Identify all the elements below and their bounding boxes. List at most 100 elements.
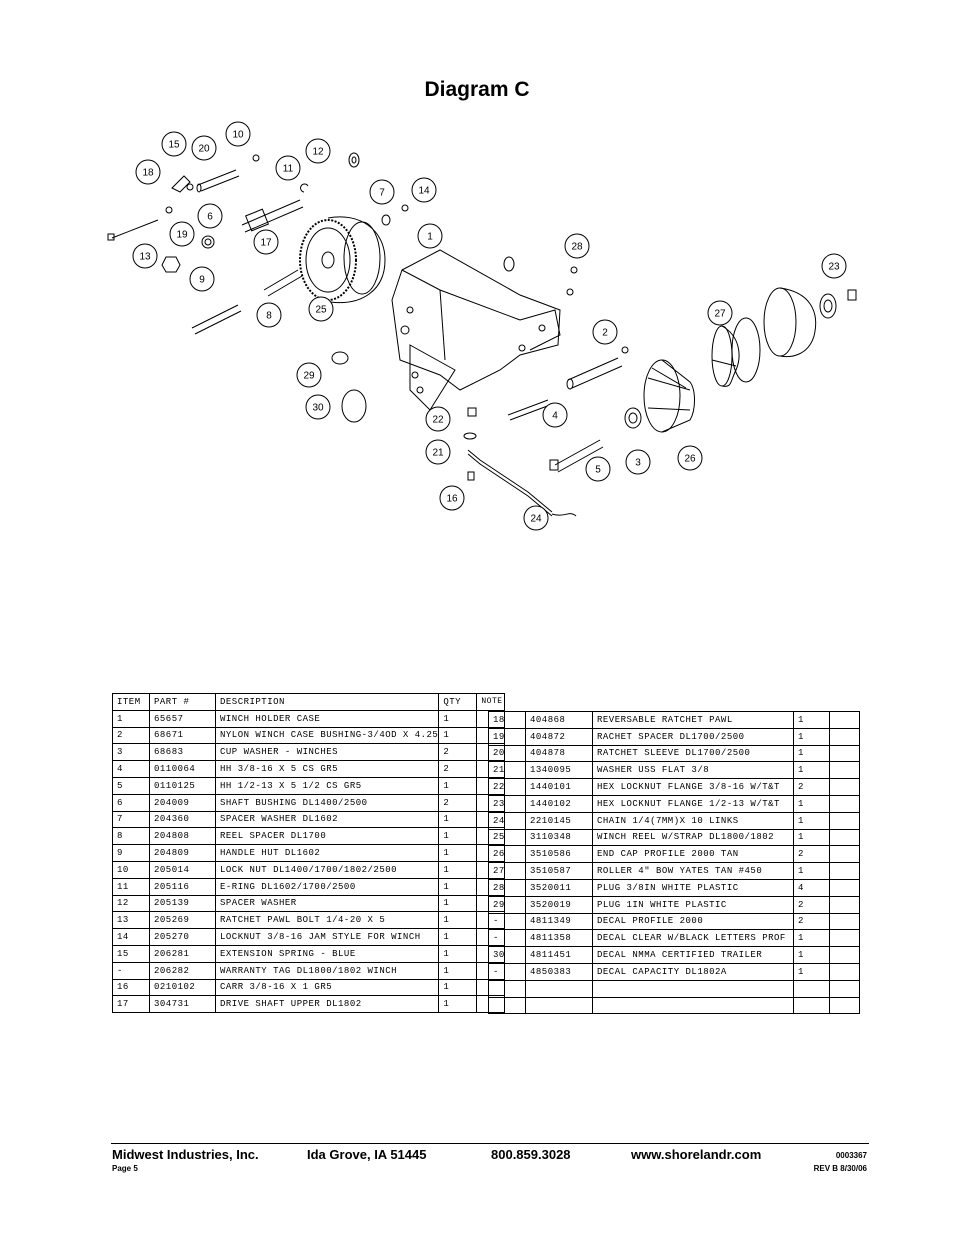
cell-item: 28 — [488, 878, 526, 897]
cell-part: 205270 — [149, 928, 216, 946]
winch-holder-case — [391, 249, 561, 411]
callout-5: 5 — [585, 456, 611, 482]
cell-part: 4811358 — [525, 929, 593, 948]
cell-part: 205139 — [149, 894, 216, 913]
cell-part: 2210145 — [525, 811, 593, 830]
cell-qty: 1 — [793, 794, 830, 813]
chain — [467, 449, 577, 517]
cell-note — [829, 895, 860, 914]
cell-qty: 2 — [793, 778, 830, 796]
callout-label: 8 — [266, 311, 272, 322]
cell-note — [829, 761, 860, 780]
cell-qty: 1 — [438, 995, 478, 1014]
cell-description: DECAL PROFILE 2000 — [592, 912, 794, 931]
footer-city: Ida Grove, IA 51445 — [307, 1147, 427, 1162]
callout-label: 5 — [595, 465, 601, 476]
callout-24: 24 — [523, 505, 549, 531]
cell-qty: 2 — [793, 895, 830, 914]
callout-25: 25 — [308, 296, 334, 322]
cell-part: 304731 — [149, 995, 216, 1014]
cell-part: 206281 — [149, 944, 216, 963]
cell-description: LOCK NUT DL1400/1700/1802/2500 — [214, 860, 440, 879]
cell-qty: 2 — [438, 743, 478, 762]
callout-12: 12 — [305, 138, 331, 164]
cell-part: 3110348 — [525, 828, 593, 847]
callout-28: 28 — [564, 233, 590, 259]
cell-item: 3 — [112, 743, 150, 762]
cell-part: 68671 — [149, 726, 216, 745]
cell-part: 4811451 — [525, 946, 593, 964]
cell-item: 8 — [112, 827, 150, 846]
cell-item — [488, 996, 526, 1015]
callout-label: 3 — [635, 458, 641, 469]
cell-part: 205269 — [149, 911, 216, 930]
callout-label: 24 — [530, 514, 542, 525]
cell-description: DRIVE SHAFT UPPER DL1802 — [214, 995, 440, 1014]
cell-item: - — [488, 912, 526, 931]
cell-item: 1 — [112, 709, 150, 728]
cell-qty: 1 — [438, 911, 478, 930]
cell-description: REEL SPACER DL1700 — [214, 827, 440, 846]
cell-qty: 1 — [438, 877, 478, 896]
table-row — [488, 996, 860, 1015]
footer-doc-number: 0003367 — [835, 1151, 867, 1160]
cell-description: HEX LOCKNUT FLANGE 3/8-16 W/T&T — [592, 778, 794, 796]
cell-part — [525, 979, 593, 998]
cell-qty: 2 — [438, 760, 478, 778]
drive-shaft-upper — [241, 199, 304, 233]
cell-item: 29 — [488, 895, 526, 914]
callout-label: 16 — [446, 494, 458, 505]
cell-description: RACHET SPACER DL1700/2500 — [592, 727, 794, 746]
callout-label: 12 — [312, 147, 324, 158]
header-part: PART # — [149, 693, 216, 711]
cell-note — [829, 794, 860, 813]
callout-label: 7 — [379, 188, 385, 199]
callout-30: 30 — [305, 394, 331, 420]
cell-part: 0110064 — [149, 760, 216, 778]
callout-label: 29 — [303, 371, 315, 382]
cell-part: 404868 — [525, 711, 593, 729]
cell-qty — [793, 996, 830, 1015]
callout-label: 20 — [198, 144, 210, 155]
cell-description: E-RING DL1602/1700/2500 — [214, 877, 440, 896]
cell-description — [592, 979, 794, 998]
cell-description: SPACER WASHER DL1602 — [214, 810, 440, 829]
cell-item: 10 — [112, 860, 150, 879]
cell-description: CARR 3/8-16 X 1 GR5 — [214, 978, 440, 997]
callout-21: 21 — [425, 439, 451, 465]
cell-qty: 1 — [438, 844, 478, 862]
callout-18: 18 — [135, 159, 161, 185]
cell-item: 22 — [488, 778, 526, 796]
cell-note — [829, 929, 860, 948]
cell-item: 14 — [112, 928, 150, 946]
cell-part: 204360 — [149, 810, 216, 829]
callout-1: 1 — [417, 223, 443, 249]
footer-rule — [111, 1143, 869, 1144]
cell-item: 2 — [112, 726, 150, 745]
cell-item: - — [112, 961, 150, 980]
cell-item: 5 — [112, 776, 150, 795]
callout-label: 30 — [312, 403, 324, 414]
cell-item: 15 — [112, 944, 150, 963]
cell-item: 6 — [112, 793, 150, 812]
table-row — [488, 979, 860, 998]
callout-26: 26 — [677, 445, 703, 471]
cell-description: DECAL NMMA CERTIFIED TRAILER — [592, 946, 794, 964]
cell-part — [525, 996, 593, 1015]
callout-label: 6 — [207, 212, 213, 223]
